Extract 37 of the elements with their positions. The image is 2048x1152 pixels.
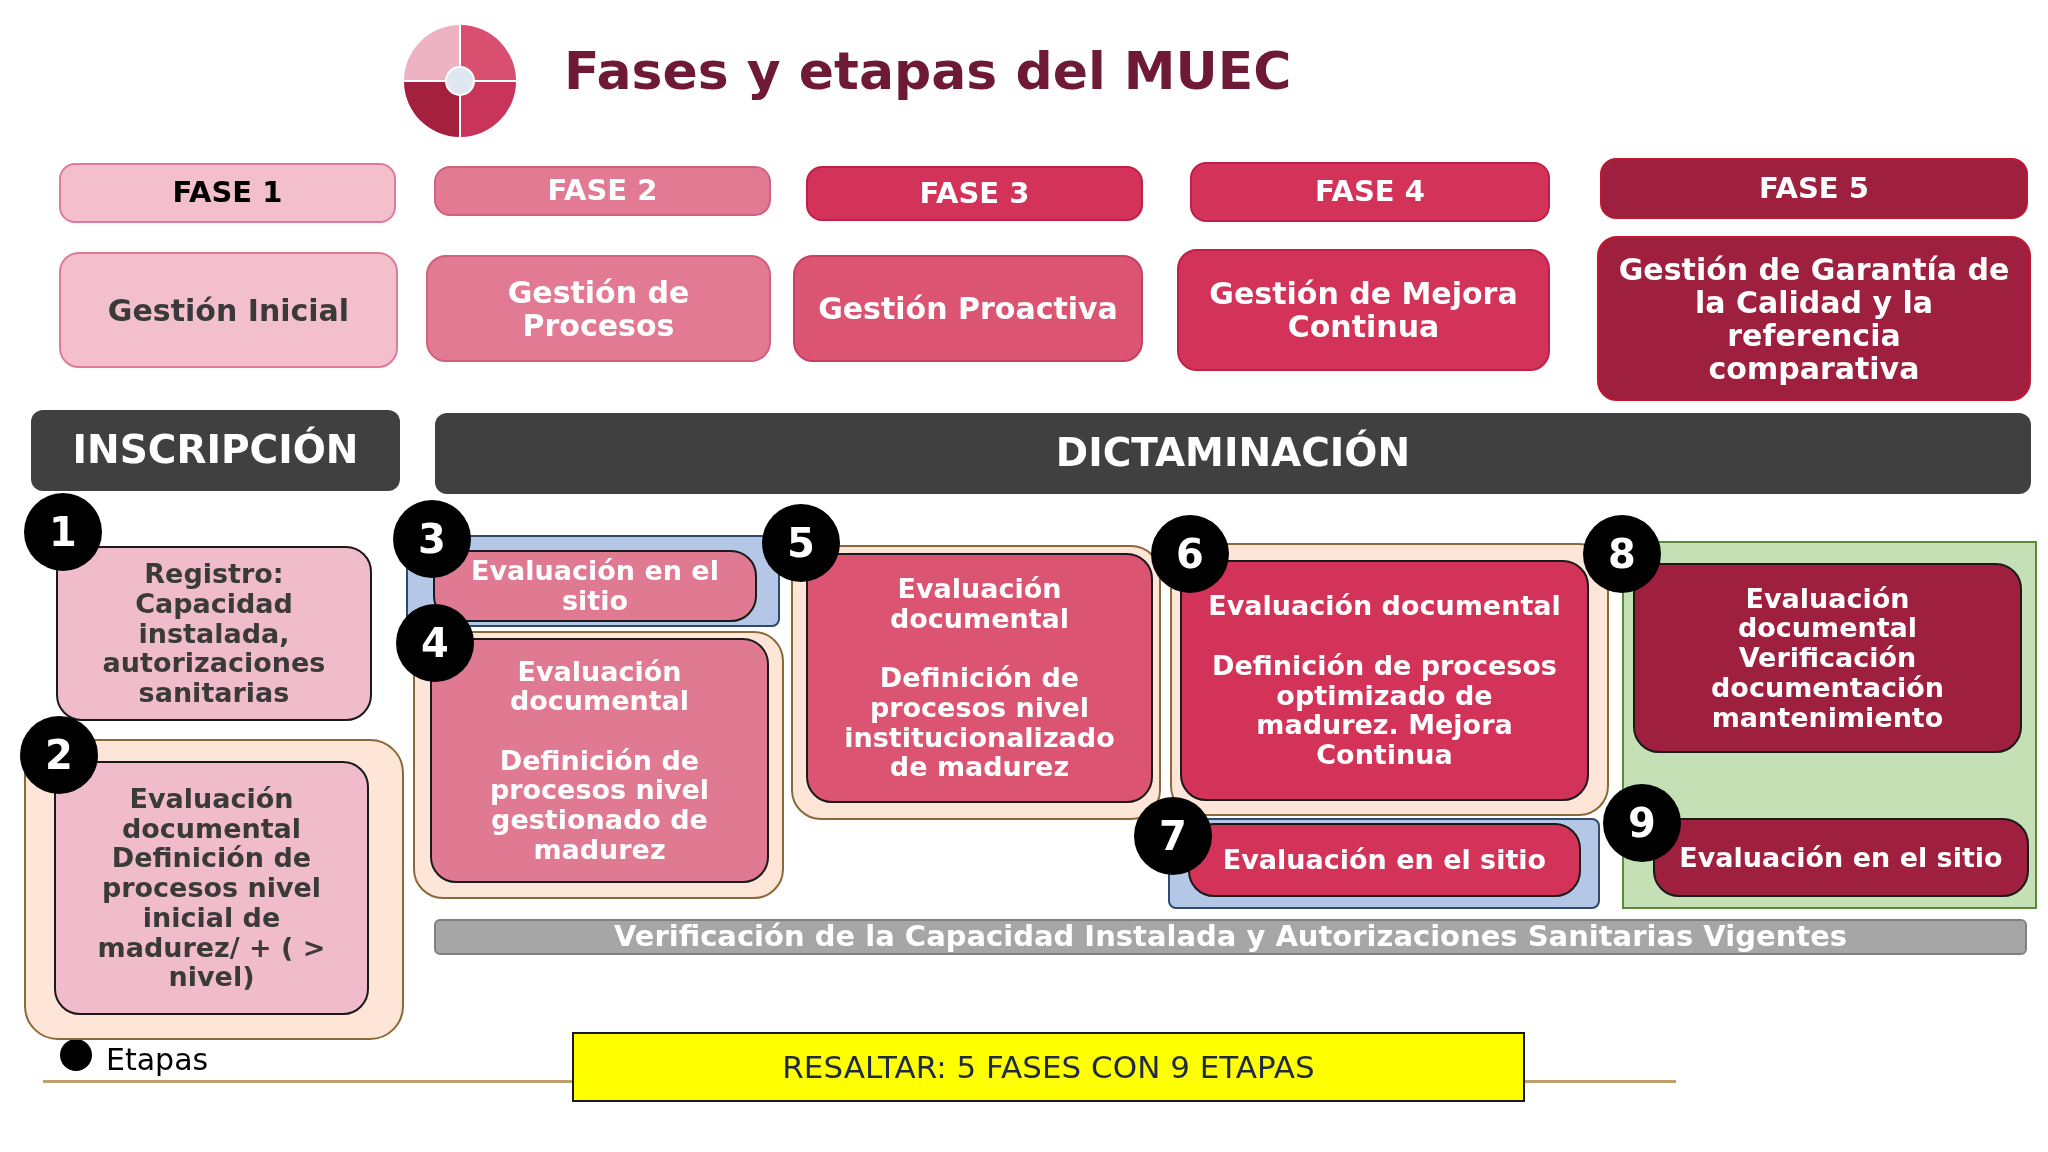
stage-frame bbox=[24, 739, 404, 1040]
stage-heading: Evaluación documental bbox=[508, 656, 691, 716]
stage-number-circle: 8 bbox=[1583, 515, 1661, 593]
highlight-note-box: RESALTAR: 5 FASES CON 9 ETAPAS bbox=[572, 1032, 1525, 1102]
phase-name-box: Gestión de Procesos bbox=[426, 255, 771, 362]
stage-number-circle: 1 bbox=[24, 493, 102, 571]
stage-box: Evaluación en el sitio bbox=[1653, 818, 2029, 897]
stage-box: Evaluación en el sitio bbox=[1188, 823, 1581, 897]
phase-header: FASE 3 bbox=[806, 166, 1143, 221]
stage-box: Registro: Capacidad instalada, autorizaciones sanitarias bbox=[56, 546, 372, 721]
stage-number-circle: 5 bbox=[762, 504, 840, 582]
stage-number-circle: 2 bbox=[20, 716, 98, 794]
stage-description: Definición de procesos nivel institucionalizado de madurez bbox=[843, 663, 1116, 782]
phase-name-box: Gestión Proactiva bbox=[793, 255, 1143, 362]
section-header-bar: INSCRIPCIÓN bbox=[31, 410, 400, 491]
stage-heading: Evaluación documental bbox=[1208, 591, 1561, 622]
phase-header: FASE 2 bbox=[434, 166, 771, 216]
section-header-bar: DICTAMINACIÓN bbox=[435, 413, 2031, 494]
stage-heading: Evaluación documental bbox=[1736, 583, 1919, 644]
stage-number-circle: 6 bbox=[1151, 515, 1229, 593]
stage-box bbox=[1633, 563, 2022, 753]
stage-description: Verificación documentación mantenimiento bbox=[1710, 643, 1945, 733]
verification-banner: Verificación de la Capacidad Instalada y Autorizaciones Sanitarias Vigentes bbox=[434, 919, 2027, 955]
stage-heading: Evaluación documental bbox=[888, 574, 1071, 634]
stage-description: Definición de procesos nivel inicial de madurez/ + ( > nivel) bbox=[96, 843, 327, 992]
phase-name-box: Gestión Inicial bbox=[59, 252, 398, 368]
stage-description: Definición de procesos nivel gestionado de madurez bbox=[488, 745, 711, 865]
phase-header: FASE 4 bbox=[1190, 162, 1550, 222]
legend-label: Etapas bbox=[106, 1043, 209, 1076]
phase-name-box: Gestión de Mejora Continua bbox=[1177, 249, 1550, 371]
stage-description: Definición de procesos optimizado de madurez. Mejora Continua bbox=[1211, 650, 1558, 770]
stage-number-circle: 3 bbox=[393, 500, 471, 578]
phase-header: FASE 1 bbox=[59, 163, 396, 223]
phase-header: FASE 5 bbox=[1600, 158, 2028, 219]
phase-name-box: Gestión de Garantía de la Calidad y la referencia comparativa bbox=[1597, 236, 2031, 401]
slide-title: Fases y etapas del MUEC bbox=[564, 40, 1292, 103]
stage-heading: Evaluación documental bbox=[120, 784, 303, 844]
